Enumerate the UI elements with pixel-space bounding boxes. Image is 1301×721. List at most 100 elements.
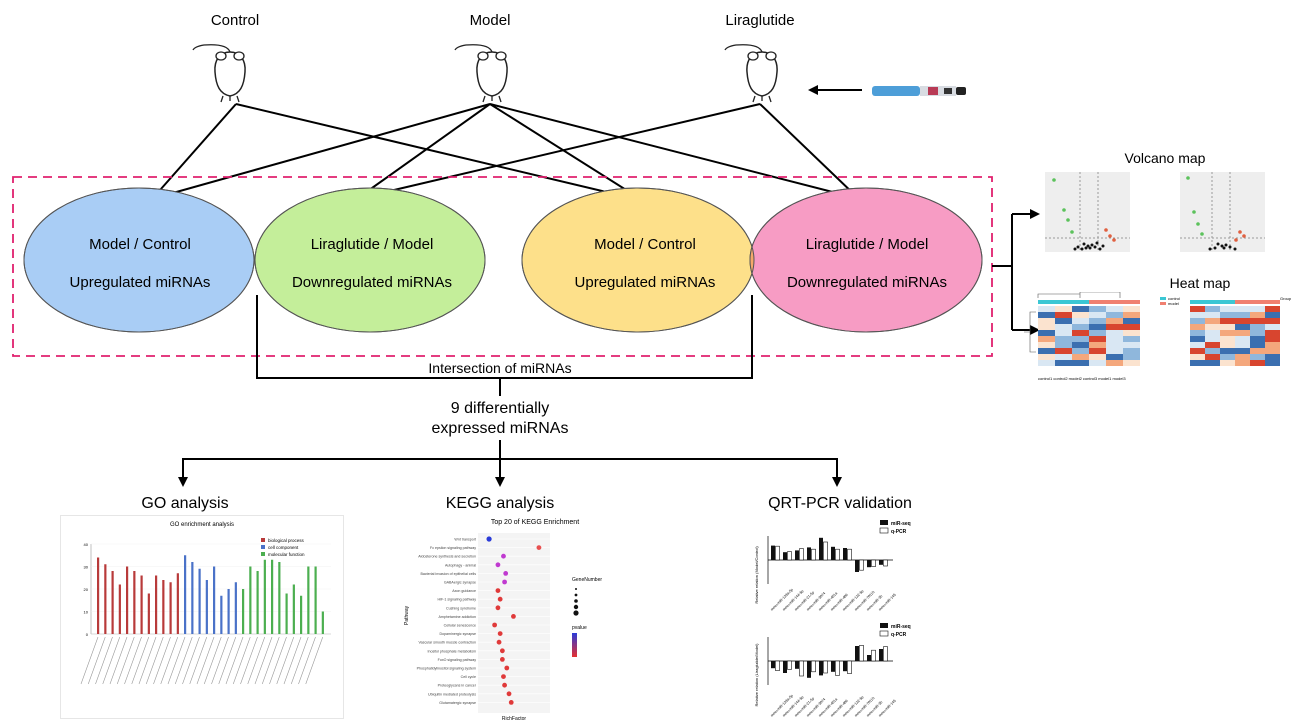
go-term-label	[116, 636, 135, 685]
kegg-dot	[502, 579, 507, 585]
heat-right-cell	[1250, 342, 1265, 348]
heat-right-cell	[1235, 330, 1250, 336]
heat-left-cell	[1038, 312, 1055, 318]
qpcr-top-qpcr-bar	[775, 545, 780, 561]
kegg-size-legend-dot	[574, 599, 578, 603]
kegg-pathway-label: Axon guidance	[452, 589, 476, 593]
kegg-dot	[492, 622, 498, 628]
go-term-label	[232, 636, 251, 685]
heat-right-cell	[1250, 348, 1265, 354]
kegg-dot	[501, 553, 506, 559]
kegg-pathway-label: Vascular smooth muscle contraction	[419, 641, 476, 645]
qpcr-bottom-qpcr-bar	[859, 645, 864, 662]
heat-left-cell	[1106, 318, 1123, 324]
kegg-plot-bg	[478, 533, 550, 713]
qpcr-top-qpcr-bar	[835, 548, 840, 561]
heat-left-cell	[1038, 318, 1055, 324]
kegg-xlabel: RichFactor	[502, 716, 527, 721]
heat-right-cell	[1265, 330, 1280, 336]
qpcr-bottom-qpcr-bar	[835, 660, 840, 676]
qpcr-bottom-seq-bar	[867, 655, 871, 661]
heat-left-cell	[1038, 354, 1055, 360]
kegg-dot	[496, 639, 502, 645]
arrow-model-to-e4	[489, 103, 858, 201]
go-bar	[191, 562, 194, 634]
go-bar	[162, 580, 165, 634]
heat-right-cell	[1235, 306, 1250, 312]
heat-left-cell	[1038, 348, 1055, 354]
go-term-label	[290, 636, 309, 685]
qpcr-bottom-seq-bar	[855, 646, 859, 661]
heat-legend-swatch	[1160, 302, 1166, 305]
heat-left-cell	[1123, 312, 1140, 318]
heat-right-cell	[1205, 312, 1220, 318]
heat-left-cell	[1123, 342, 1140, 348]
arrow-control-to-e3	[235, 103, 642, 204]
qpcr-bottom-seq-bar	[831, 661, 835, 672]
heat-left-cell	[1055, 318, 1072, 324]
qpcr-legend-qpcr-swatch	[879, 527, 889, 534]
go-term-label	[174, 636, 193, 685]
qpcr-legend-seq-swatch	[880, 520, 888, 525]
go-bar	[292, 584, 295, 634]
kegg-pathway-label: Glutamatergic synapse	[439, 701, 476, 705]
go-term-label	[247, 636, 266, 685]
kegg-dot	[504, 665, 510, 671]
qpcr-top-qpcr-bar	[871, 559, 876, 567]
heat-left-cell	[1089, 312, 1106, 318]
ellipse1-title: Model / Control	[89, 236, 191, 253]
go-term-label	[261, 636, 280, 685]
qpcr-bottom-qpcr-bar	[799, 660, 804, 677]
kegg-pathway-label: Proteoglycans in cancer	[438, 684, 477, 688]
qpcr-top-seq-bar	[771, 545, 775, 560]
arrow-lira-to-e4	[759, 103, 860, 200]
qpcr-ylabel-top: Relative relation (Model/Control)	[754, 546, 759, 604]
qpcr-legend-qpcr-label: q-PCR	[891, 632, 907, 638]
heat-left-cell	[1123, 318, 1140, 324]
heat-right-cell	[1250, 330, 1265, 336]
kegg-pathway-label: Autophagy - animal	[445, 563, 476, 567]
go-bar	[111, 571, 114, 634]
qpcr-top-qpcr-bar	[859, 559, 864, 571]
heat-right-cell	[1235, 324, 1250, 330]
qpcr-top-qpcr-bar	[787, 551, 792, 561]
heat-right-cell	[1265, 354, 1280, 360]
qpcr-bottom-seq-bar	[771, 661, 775, 669]
go-term-label	[218, 636, 237, 685]
go-tick-label: 10	[84, 610, 89, 615]
heat-right-cell	[1250, 354, 1265, 360]
kegg-color-legend-title: pvalue	[572, 625, 587, 631]
go-bar	[263, 559, 266, 634]
go-tick-label: 0	[86, 632, 89, 637]
go-term-label	[109, 636, 128, 685]
heat-right-cell	[1265, 336, 1280, 342]
injection-pen-icon	[872, 86, 966, 96]
go-term-label	[276, 636, 295, 685]
heat-right-cell	[1205, 306, 1220, 312]
go-bar	[97, 557, 100, 634]
qpcr-bottom-qpcr-bar	[787, 660, 792, 670]
volcano-title: Volcano map	[1124, 150, 1206, 166]
go-term-label	[131, 636, 150, 685]
go-bar	[242, 589, 245, 634]
kegg-size-legend-dot	[574, 593, 578, 597]
qpcr-bottom-seq-bar	[879, 649, 883, 661]
kegg-dot	[486, 536, 492, 542]
kegg-dot	[499, 648, 505, 654]
heat-left-cell	[1106, 336, 1123, 342]
qpcr-legend-seq-swatch	[880, 623, 888, 628]
arrow-lira-to-e2	[358, 103, 761, 202]
heat-left-cell	[1089, 342, 1106, 348]
go-term-label	[189, 636, 208, 685]
qpcr-top-seq-bar	[783, 552, 787, 560]
heat-left-cell	[1055, 324, 1072, 330]
qpcr-bottom-qpcr-bar	[823, 660, 828, 674]
heat-right-cell	[1250, 312, 1265, 318]
qpcr-legend-seq-label: miR-seq	[891, 624, 911, 630]
arrow-model-to-e2	[356, 103, 491, 200]
go-legend-swatch	[261, 538, 265, 542]
ellipse2-title: Liraglutide / Model	[310, 236, 434, 253]
go-term-label	[124, 636, 142, 685]
heat-left-cell	[1123, 306, 1140, 312]
